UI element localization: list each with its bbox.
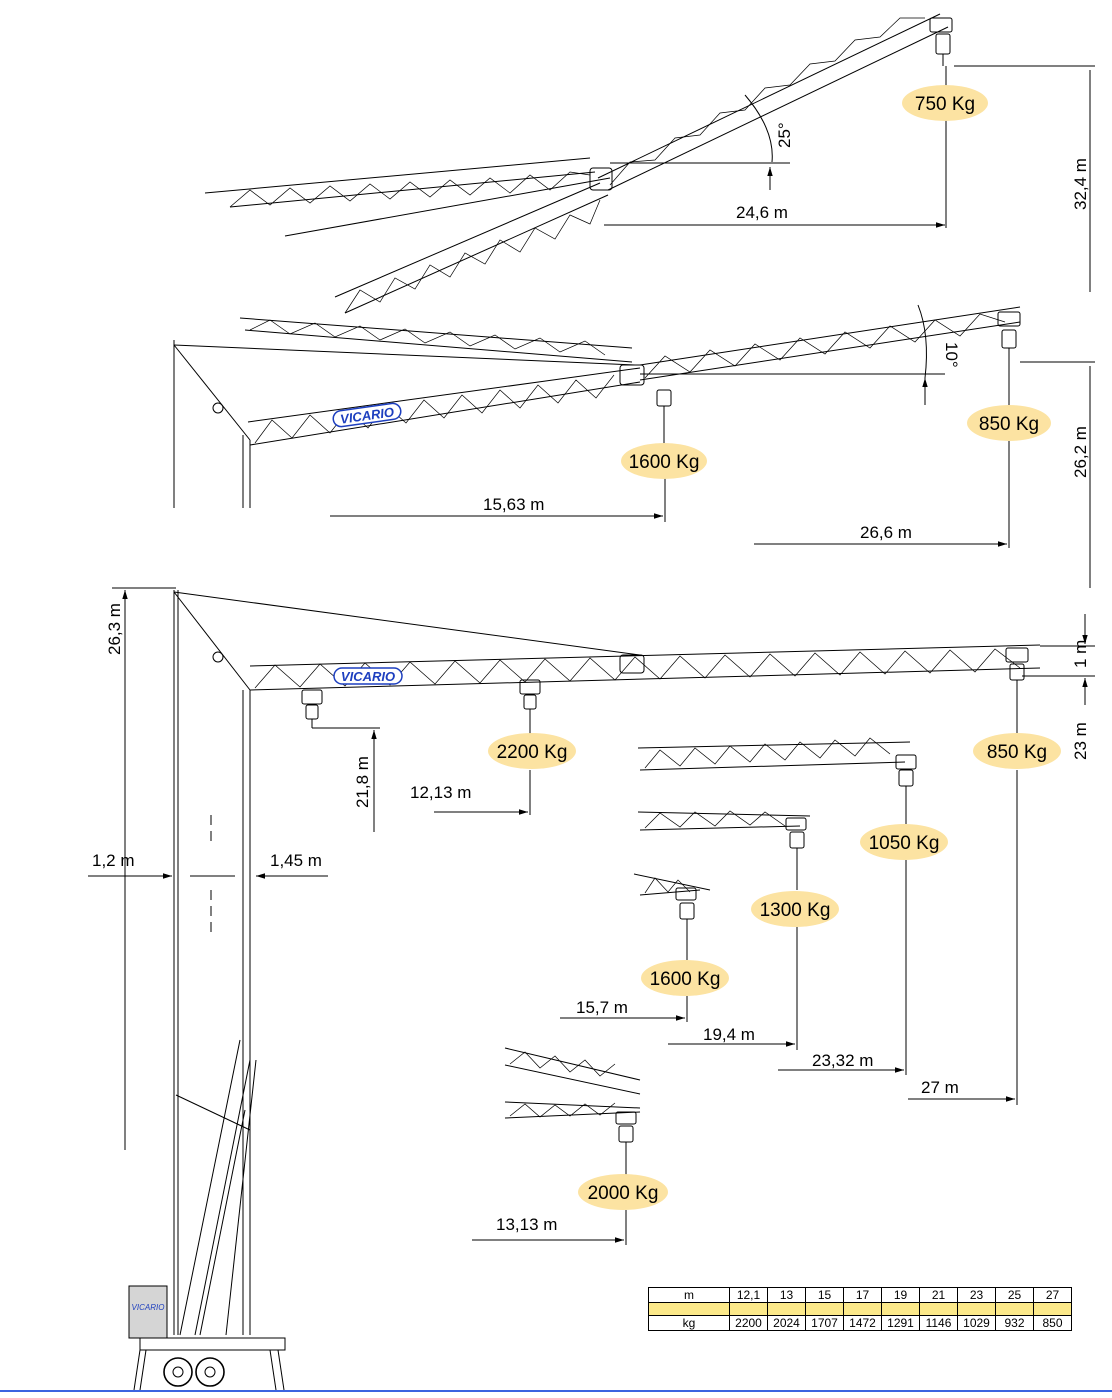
table-cell-load: 1707 <box>805 1315 844 1331</box>
config-25deg-jib: 25° 24,6 m 32,4 m 750 Kg <box>204 13 1095 314</box>
table-cell-load: 1029 <box>957 1315 996 1331</box>
load-label-2000: 2000 Kg <box>588 1183 659 1204</box>
radius-label-13-13: 13,13 m <box>496 1215 557 1234</box>
table-cell-radius: 12,1 <box>729 1287 768 1303</box>
jib-depth-label-1: 1 m <box>1071 640 1090 668</box>
rear-offset-label-1-2: 1,2 m <box>92 851 135 870</box>
reduced-jib-13-13: 2000 Kg 13,13 m <box>472 1047 668 1245</box>
wheel-front <box>163 1357 193 1387</box>
load-label-2200: 2200 Kg <box>497 742 568 763</box>
min-radius-label-12-13: 12,13 m <box>410 783 471 802</box>
reduced-jib-23-32: 1050 Kg 23,32 m <box>637 737 948 1075</box>
load-badge-1300 <box>751 891 839 927</box>
reduced-jib-19-4: 1300 Kg 19,4 m <box>637 810 839 1050</box>
wheel-rear <box>195 1357 225 1387</box>
mid-radius-label-15-63: 15,63 m <box>483 495 544 514</box>
upper-jib-section-25 <box>589 13 953 191</box>
height-label-32-4: 32,4 m <box>1071 158 1090 210</box>
radius-label-24-6: 24,6 m <box>736 203 788 222</box>
table-cell-radius: 27 <box>1033 1287 1072 1303</box>
load-badge-850-main <box>973 733 1061 769</box>
height-label-26-2: 26,2 m <box>1071 426 1090 478</box>
table-row-load: kg 2200 2024 1707 1472 1291 1146 1029 93… <box>648 1315 1072 1331</box>
load-badge-1600-short <box>641 960 729 996</box>
load-label-750: 750 Kg <box>915 94 975 115</box>
config-10deg-jib: VICARIO 10° 15,63 m 26,6 m 26,2 m 1600 K… <box>173 304 1095 588</box>
load-label-1600-mid: 1600 Kg <box>629 452 700 473</box>
radius-label-23-32: 23,32 m <box>812 1051 873 1070</box>
folded-jib-section <box>204 157 611 237</box>
load-label-1300: 1300 Kg <box>760 900 831 921</box>
table-cell-radius: 17 <box>843 1287 882 1303</box>
table-cell-load: 1472 <box>843 1315 882 1331</box>
table-row-radius: m 12,1 13 15 17 19 21 23 25 27 <box>648 1287 1072 1303</box>
load-badge-2200 <box>488 733 576 769</box>
angle-label-10: 10° <box>942 342 961 368</box>
lower-jib-section <box>334 182 609 314</box>
load-label-850-main: 850 Kg <box>987 742 1047 763</box>
table-cell-load: 850 <box>1033 1315 1072 1331</box>
brand-plate-middle <box>332 402 402 428</box>
load-badge-750 <box>902 85 988 121</box>
reduced-jib-15-7: 1600 Kg 15,7 m <box>560 873 729 1022</box>
load-badge-2000 <box>578 1174 668 1210</box>
brand-name-main: VICARIO <box>341 669 395 684</box>
full-radius-dimension: 27 m <box>908 770 1018 1105</box>
tip-radius-label-26-6: 26,6 m <box>860 523 912 542</box>
angle-label-25: 25° <box>775 122 794 148</box>
config-horizontal-jib: VICARIO VICARIO <box>88 587 1095 1391</box>
front-offset-label-1-45: 1,45 m <box>270 851 322 870</box>
load-label-1600-short: 1600 Kg <box>650 969 721 990</box>
cab-brand: VICARIO <box>132 1303 165 1312</box>
load-badge-1600-mid <box>621 443 707 479</box>
table-cell-radius: 19 <box>881 1287 920 1303</box>
load-badge-850-mid <box>967 405 1051 441</box>
table-cell-radius: 13 <box>767 1287 806 1303</box>
hook-height-label-23: 23 m <box>1071 722 1090 760</box>
table-cell-load: 1291 <box>881 1315 920 1331</box>
table-cell-radius: 21 <box>919 1287 958 1303</box>
radius-label-15-7: 15,7 m <box>576 998 628 1017</box>
table-cell-radius: 25 <box>995 1287 1034 1303</box>
table-cell-load: 1146 <box>919 1315 958 1331</box>
brand-name-middle: VICARIO <box>339 404 395 426</box>
load-label-850-mid: 850 Kg <box>979 414 1039 435</box>
radius-label-19-4: 19,4 m <box>703 1025 755 1044</box>
table-cell-radius: 23 <box>957 1287 996 1303</box>
table-cell-load: 932 <box>995 1315 1034 1331</box>
table-header-m: m <box>648 1287 730 1303</box>
table-header-kg: kg <box>648 1315 730 1331</box>
radius-label-27: 27 m <box>921 1078 959 1097</box>
load-label-1050: 1050 Kg <box>869 833 940 854</box>
load-badge-1050 <box>860 824 948 860</box>
table-cell-radius: 15 <box>805 1287 844 1303</box>
table-row-band <box>648 1302 1072 1316</box>
mast-height-label-26-3: 26,3 m <box>105 603 124 655</box>
load-radius-table: m 12,1 13 15 17 19 21 23 25 27 kg 2200 2… <box>648 1287 1072 1331</box>
table-cell-load: 2200 <box>729 1315 768 1331</box>
brand-plate-main <box>333 667 403 685</box>
min-hook-height-label-21-8: 21,8 m <box>353 756 372 808</box>
table-cell-load: 2024 <box>767 1315 806 1331</box>
operator-cab <box>128 1285 168 1339</box>
bottom-rule <box>0 1390 1112 1392</box>
